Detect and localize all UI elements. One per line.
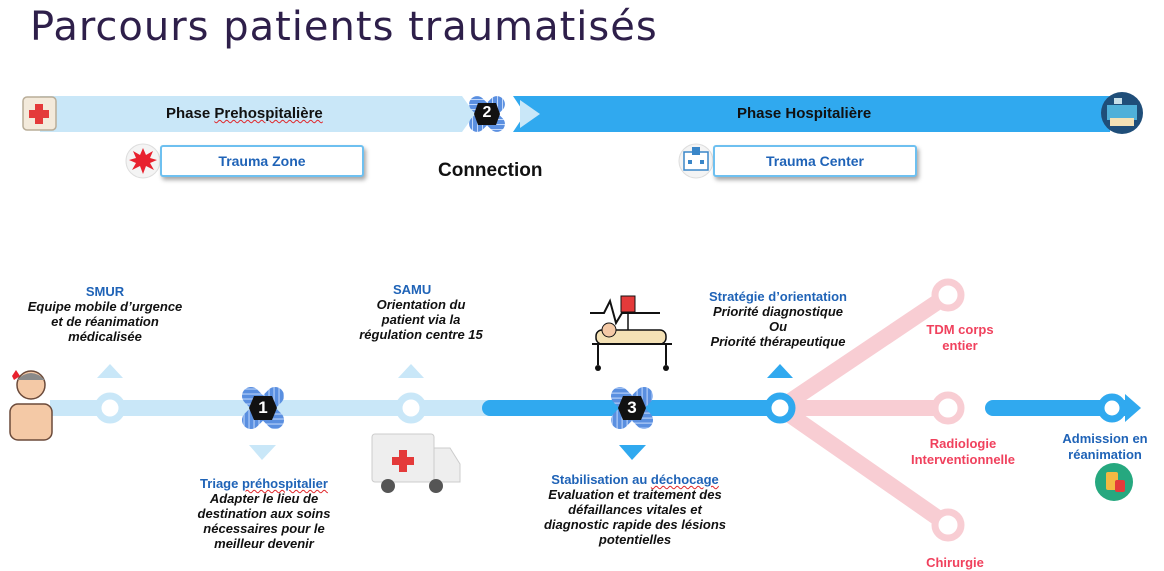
admission-label: Admission en réanimation	[1050, 431, 1160, 463]
stabilisation-line-2: défaillances vitales et	[568, 502, 702, 517]
badge-3-number: 3	[627, 398, 637, 417]
badge-1	[249, 396, 277, 420]
hospital-bed-icon	[590, 295, 672, 371]
node-samu	[395, 392, 427, 424]
phase-hospitaliere-label: Phase Hospitalière	[737, 105, 872, 122]
triage-line-2: destination aux soins	[197, 506, 331, 521]
smur-title: SMUR	[85, 284, 125, 299]
strategie-text: Stratégie d’orientation Priorité diagnos…	[680, 289, 876, 349]
node-smur	[94, 392, 126, 424]
hospital-room-icon	[1101, 92, 1143, 134]
radiologie-line-1: Radiologie	[929, 436, 997, 451]
badge-1-number: 1	[258, 398, 268, 417]
strategie-line-2: Ou	[768, 319, 788, 334]
marker-up-smur	[97, 364, 123, 378]
node-tdm	[931, 278, 965, 312]
marker-up-samu	[398, 364, 424, 378]
triage-line-1: Adapter le lieu de	[209, 491, 319, 506]
node-chirurgie	[931, 508, 965, 542]
first-aid-kit-icon	[22, 96, 57, 131]
smur-line-1: Equipe mobile d’urgence	[27, 299, 183, 314]
injured-patient-icon	[9, 370, 53, 441]
samu-line-1: Orientation du	[376, 297, 466, 312]
node-admission	[1097, 393, 1127, 423]
triage-text: Triage préhospitalier Adapter le lieu de…	[176, 476, 352, 551]
phase-prehospitaliere-banner	[40, 96, 475, 132]
trauma-zone-box: Trauma Zone	[160, 145, 364, 177]
node-radiologie	[931, 391, 965, 425]
marker-up-strategie	[767, 364, 793, 378]
connection-number: 2	[482, 104, 492, 121]
tdm-line-2: entier	[942, 338, 978, 353]
marker-down-triage	[249, 445, 276, 460]
smur-line-2: et de réanimation	[51, 314, 159, 329]
strategie-line-3: Priorité thérapeutique	[710, 334, 846, 349]
explosion-icon	[125, 143, 161, 179]
stabilisation-line-3: diagnostic rapide des lésions	[543, 517, 727, 532]
marker-down-stabilisation	[619, 445, 646, 460]
admission-line-1: Admission en	[1062, 431, 1148, 446]
stabilisation-line-1: Evaluation et traitement des	[548, 487, 722, 502]
stabilisation-text: Stabilisation au déchocage Evaluation et…	[522, 472, 748, 547]
samu-line-2: patient via la	[381, 312, 461, 327]
strategie-title: Stratégie d’orientation	[709, 289, 847, 304]
stabilisation-title: Stabilisation au déchocage	[551, 472, 719, 487]
radiologie-line-2: Interventionnelle	[910, 452, 1016, 467]
radiologie-label: Radiologie Interventionnelle	[888, 436, 1038, 468]
samu-text: SAMU Orientation du patient via la régul…	[341, 282, 501, 342]
tdm-label: TDM corps entier	[900, 322, 1020, 354]
strategie-line-1: Priorité diagnostique	[712, 304, 843, 319]
connection-label: Connection	[438, 160, 543, 181]
medication-icon	[1095, 463, 1133, 501]
node-strategie	[764, 392, 796, 424]
admission-line-2: réanimation	[1068, 447, 1142, 462]
arrow-chevron-icon	[520, 100, 540, 128]
tdm-line-1: TDM corps	[926, 322, 994, 337]
samu-line-3: régulation centre 15	[359, 327, 483, 342]
phase-hospitaliere-banner	[513, 96, 1110, 132]
page-title: Parcours patients traumatisés	[30, 4, 658, 50]
triage-line-3: nécessaires pour le	[203, 521, 325, 536]
phase-prehospitaliere-label: Phase Prehospitalière	[166, 105, 323, 122]
triage-line-4: meilleur devenir	[214, 536, 314, 551]
trauma-center-box: Trauma Center	[713, 145, 917, 177]
badge-3	[618, 396, 646, 420]
stabilisation-line-4: potentielles	[598, 532, 672, 547]
triage-title: Triage préhospitalier	[200, 476, 328, 491]
chirurgie-label: Chirurgie	[926, 555, 984, 570]
smur-text: SMUR Equipe mobile d’urgence et de réani…	[2, 284, 208, 344]
ambulance-icon	[371, 433, 461, 493]
connection-badge	[474, 103, 500, 125]
hospital-building-icon	[678, 143, 714, 179]
smur-line-3: médicalisée	[68, 329, 142, 344]
samu-title: SAMU	[393, 282, 432, 297]
